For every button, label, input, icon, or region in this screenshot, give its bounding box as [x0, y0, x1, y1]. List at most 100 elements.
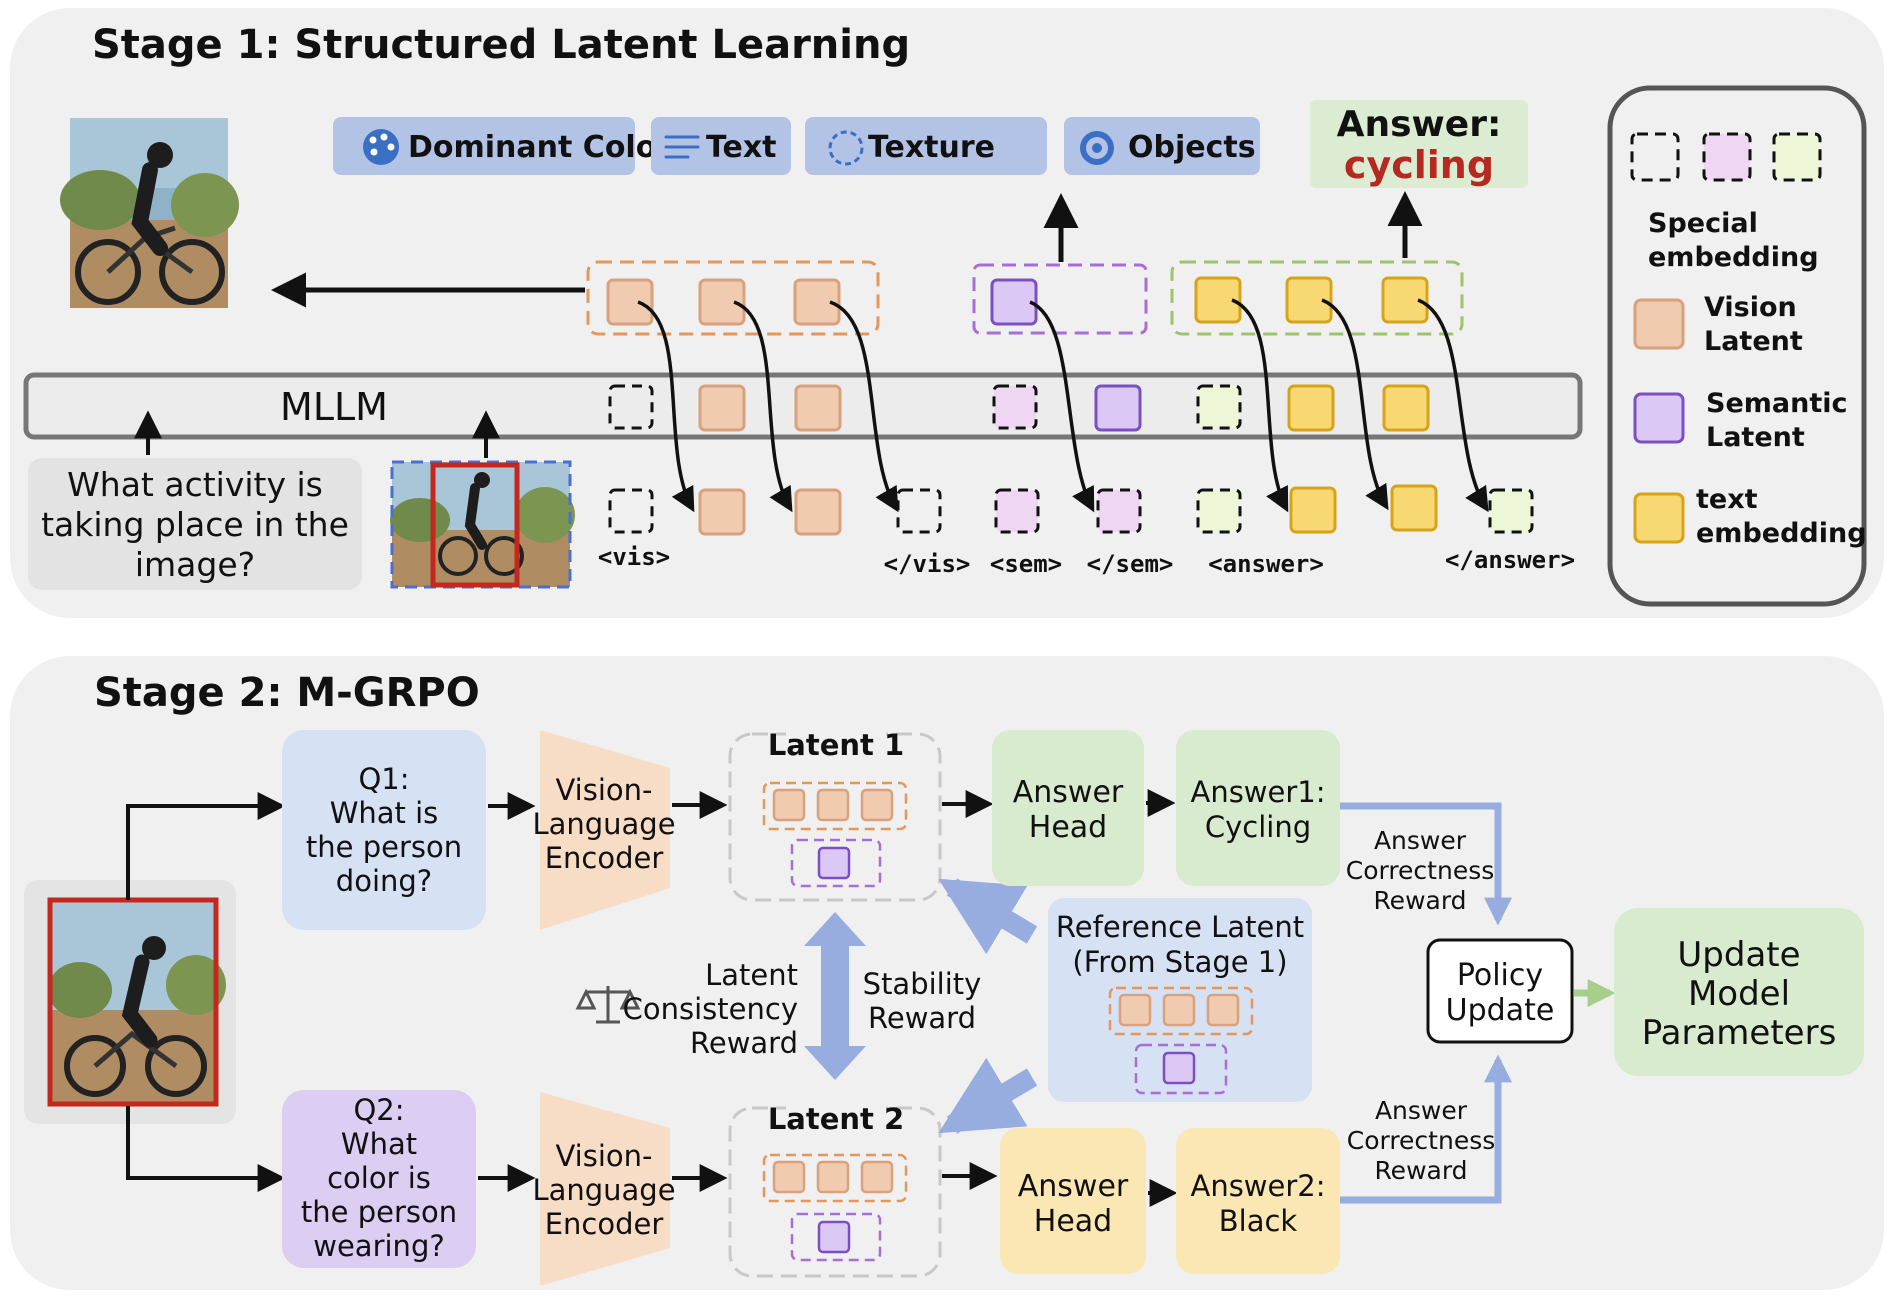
attribute-label: Objects [1128, 130, 1256, 165]
legend-vision-label: Vision [1704, 292, 1797, 323]
special-token [994, 488, 1040, 534]
vision-latent-token [793, 278, 841, 326]
question-line: What activity is [67, 465, 323, 504]
vision-latent-token [606, 278, 654, 326]
update-line: Model [1688, 974, 1790, 1014]
legend-text-swatch [1633, 492, 1685, 544]
attribute-label: Dominant Color [408, 130, 671, 165]
answer1-line: Cycling [1205, 810, 1311, 844]
answer-head-top: Answer Head [992, 730, 1144, 886]
reward-label-bottom: Correctness [1347, 1126, 1496, 1155]
stability-label: Stability [863, 967, 982, 1001]
vision-latent-token [698, 488, 746, 536]
encoder-line: Encoder [545, 1207, 664, 1241]
stage1-panel: Stage 1: Structured Latent Learning Do [10, 8, 1884, 618]
policy-update-box: Policy Update [1426, 938, 1574, 1044]
stage2-photo [24, 880, 236, 1124]
stability-label: Reward [868, 1001, 976, 1035]
legend-special-green [1772, 132, 1822, 182]
vision-latent-token [794, 488, 842, 536]
legend-special-label: Special [1648, 208, 1758, 239]
attribute-text: Text [651, 117, 791, 175]
encoder-line: Language [532, 807, 675, 841]
answer-token-group [1170, 260, 1464, 336]
answer-head-bottom: Answer Head [1000, 1128, 1146, 1274]
q2-line: color is [327, 1161, 431, 1195]
special-token [896, 488, 942, 534]
question-line: image? [135, 545, 255, 584]
answer-head-line: Answer [1018, 1169, 1129, 1204]
text-embedding-token [1287, 384, 1335, 432]
legend-text-label: embedding [1696, 518, 1867, 549]
q1-line: doing? [336, 864, 432, 898]
text-embedding-token [1194, 276, 1242, 324]
semantic-latent-group [972, 263, 1148, 335]
question-line: taking place in the [41, 505, 349, 544]
attribute-texture: Texture [805, 117, 1047, 175]
palette-icon [363, 129, 399, 165]
special-token [1488, 488, 1534, 534]
consistency-double-arrow [804, 912, 866, 1080]
branch-arrow-q1 [126, 792, 286, 900]
q1-line: the person [306, 830, 462, 864]
encoder-line: Encoder [545, 841, 664, 875]
answer2-box: Answer2: Black [1176, 1128, 1340, 1274]
special-token [1196, 384, 1242, 430]
dashed-circle-icon [828, 130, 864, 166]
branch-arrow-q2 [126, 1106, 286, 1192]
policy-line: Update [1446, 993, 1555, 1028]
special-token [608, 384, 654, 430]
question-box: What activity is taking place in the ima… [28, 458, 362, 590]
input-image [390, 460, 575, 589]
encoder-top: Vision- Language Encoder [532, 730, 676, 930]
token-label: <sem> [990, 550, 1062, 578]
q2-line: Q2: [353, 1093, 404, 1127]
encoder-line: Vision- [555, 773, 652, 807]
reference-latent-box: Reference Latent (From Stage 1) [1048, 898, 1312, 1102]
legend-vision-label: Latent [1704, 326, 1803, 357]
legend-semantic-label: Semantic [1706, 388, 1848, 419]
target-icon [1080, 131, 1114, 165]
autoregressive-arrows [637, 298, 1489, 513]
legend-semantic-label: Latent [1706, 422, 1805, 453]
semantic-latent-token [990, 278, 1038, 326]
q2-line: What [341, 1127, 417, 1161]
answer1-box: Answer1: Cycling [1176, 730, 1340, 886]
answer-value: cycling [1344, 143, 1494, 187]
text-embedding-token [1289, 486, 1337, 534]
reference-to-latent2-arrow [938, 1057, 1038, 1134]
vision-latent-token [698, 278, 746, 326]
answer-box: Answer: cycling [1310, 100, 1528, 188]
answer2-line: Answer2: [1190, 1169, 1325, 1203]
answer1-line: Answer1: [1190, 775, 1325, 809]
answer-head-line: Head [1034, 1204, 1112, 1239]
legend-text-label: text [1696, 484, 1758, 515]
q2-box: Q2: What color is the person wearing? [282, 1090, 476, 1268]
legend-special-label: embedding [1648, 242, 1819, 273]
q2-line: wearing? [313, 1229, 445, 1263]
latent2-block: Latent 2 [728, 1096, 942, 1278]
update-line: Update [1677, 935, 1800, 975]
token-label: </answer> [1445, 546, 1575, 574]
answer2-line: Black [1219, 1204, 1298, 1238]
semantic-latent-token [1094, 384, 1142, 432]
reward-label-bottom: Answer [1375, 1096, 1468, 1125]
answer1-to-policy-arrow [1340, 802, 1512, 926]
attribute-dominant-color: Dominant Color [333, 117, 671, 175]
legend-special-pink [1702, 132, 1752, 182]
consistency-label: Latent [705, 958, 798, 992]
stage2-title: Stage 2: M-GRPO [94, 670, 480, 716]
region-box [430, 462, 520, 588]
mllm-label: MLLM [280, 385, 388, 429]
legend-semantic-swatch [1633, 392, 1685, 444]
q2-line: the person [301, 1195, 457, 1229]
encoder-bottom: Vision- Language Encoder [532, 1092, 676, 1286]
text-embedding-token [1285, 276, 1333, 324]
token-label: </vis> [884, 550, 971, 578]
text-embedding-token [1381, 276, 1429, 324]
encoder-line: Language [532, 1173, 675, 1207]
lines-icon [664, 135, 700, 159]
q1-line: What is [330, 796, 439, 830]
policy-line: Policy [1457, 958, 1543, 993]
